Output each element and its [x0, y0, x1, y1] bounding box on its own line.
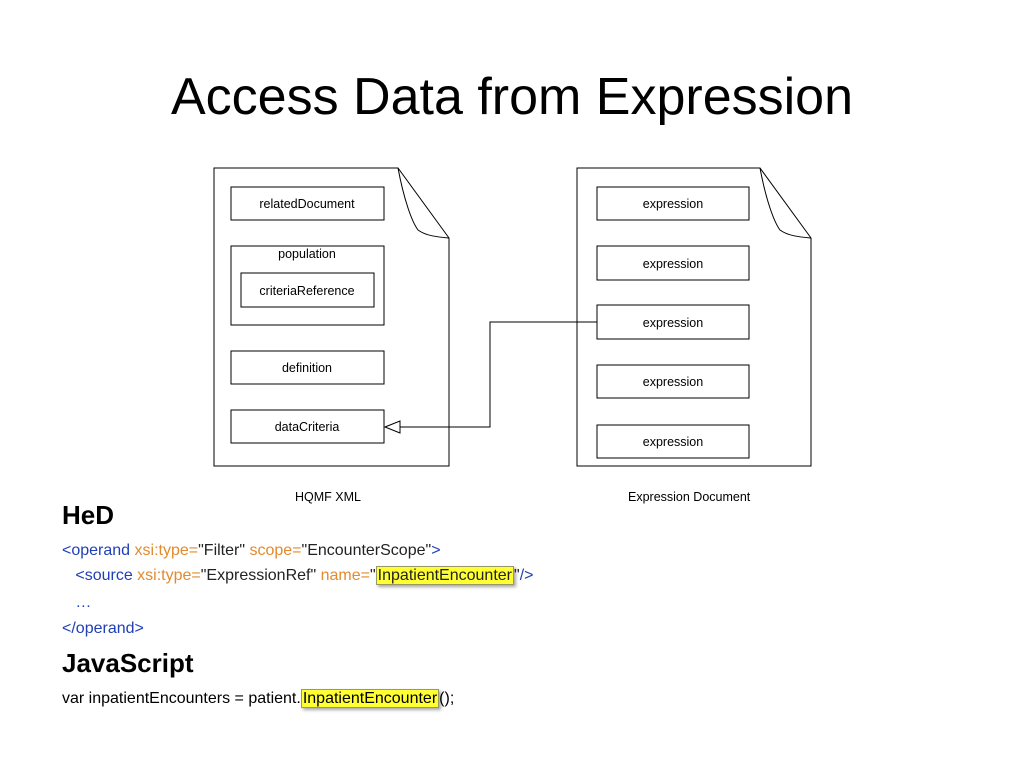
definition-box — [230, 350, 385, 385]
source-xsi-type-attribute: xsi:type= — [137, 567, 201, 584]
expression-box-4 — [596, 364, 750, 399]
name-quote-close: " — [514, 567, 520, 584]
criteria-reference-box — [240, 272, 375, 308]
expression-label-3: expression — [643, 316, 703, 330]
expression-label-5: expression — [643, 435, 703, 449]
js-code-suffix: (); — [439, 690, 455, 707]
expression-box-3 — [596, 304, 750, 340]
expression-reference-connector — [400, 321, 597, 428]
hed-heading: HeD — [62, 500, 115, 530]
expression-box-2 — [596, 245, 750, 281]
definition-label: definition — [282, 361, 332, 375]
expression-label-2: expression — [643, 257, 703, 271]
js-code-prefix: var inpatientEncounters = patient. — [62, 690, 301, 707]
expression-box-1 — [596, 186, 750, 221]
javascript-code-line: var inpatientEncounters = patient.Inpati… — [62, 689, 455, 708]
expression-document-caption: Expression Document — [628, 490, 751, 504]
hed-code-line-3: … — [62, 594, 92, 611]
document-diagram: relatedDocument population criteriaRefer… — [213, 167, 812, 467]
slide-title: Access Data from Expression — [170, 68, 854, 126]
operand-close-bracket: > — [431, 542, 441, 559]
inpatient-encounter-highlight-xml: InpatientEncounter — [375, 566, 514, 585]
related-document-box — [230, 186, 385, 221]
operand-open-tag: <operand — [62, 542, 135, 559]
data-criteria-label: dataCriteria — [275, 420, 340, 434]
source-close-bracket: /> — [519, 567, 534, 584]
related-document-label: relatedDocument — [259, 197, 355, 211]
indent — [62, 567, 75, 584]
hqmf-document-fold — [397, 167, 450, 239]
hed-code-line-2: <source xsi:type="ExpressionRef" name="I… — [62, 566, 534, 585]
hqmf-caption: HQMF XML — [295, 490, 361, 504]
hed-code-line-4: </operand> — [62, 620, 144, 637]
name-attribute: name= — [320, 567, 370, 584]
scope-attribute: scope= — [249, 542, 302, 559]
expression-ref-value: "ExpressionRef" — [200, 567, 321, 584]
population-label: population — [278, 247, 336, 261]
criteria-reference-label: criteriaReference — [259, 284, 354, 298]
expression-label-4: expression — [643, 375, 703, 389]
hed-code-line-1: <operand xsi:type="Filter" scope="Encoun… — [62, 542, 441, 560]
expression-document-fold — [759, 167, 812, 239]
javascript-heading: JavaScript — [62, 648, 194, 678]
data-criteria-box — [230, 409, 385, 444]
connector-arrowhead — [383, 420, 401, 434]
filter-value: "Filter" — [198, 542, 250, 559]
name-quote-open: " — [369, 567, 376, 584]
inpatient-encounter-highlight-js: InpatientEncounter — [300, 689, 440, 708]
expression-box-5 — [596, 424, 750, 459]
xsi-type-attribute: xsi:type= — [134, 542, 199, 559]
source-open-tag: <source — [75, 567, 138, 584]
expression-label-1: expression — [643, 197, 703, 211]
scope-value: "EncounterScope" — [301, 542, 432, 559]
